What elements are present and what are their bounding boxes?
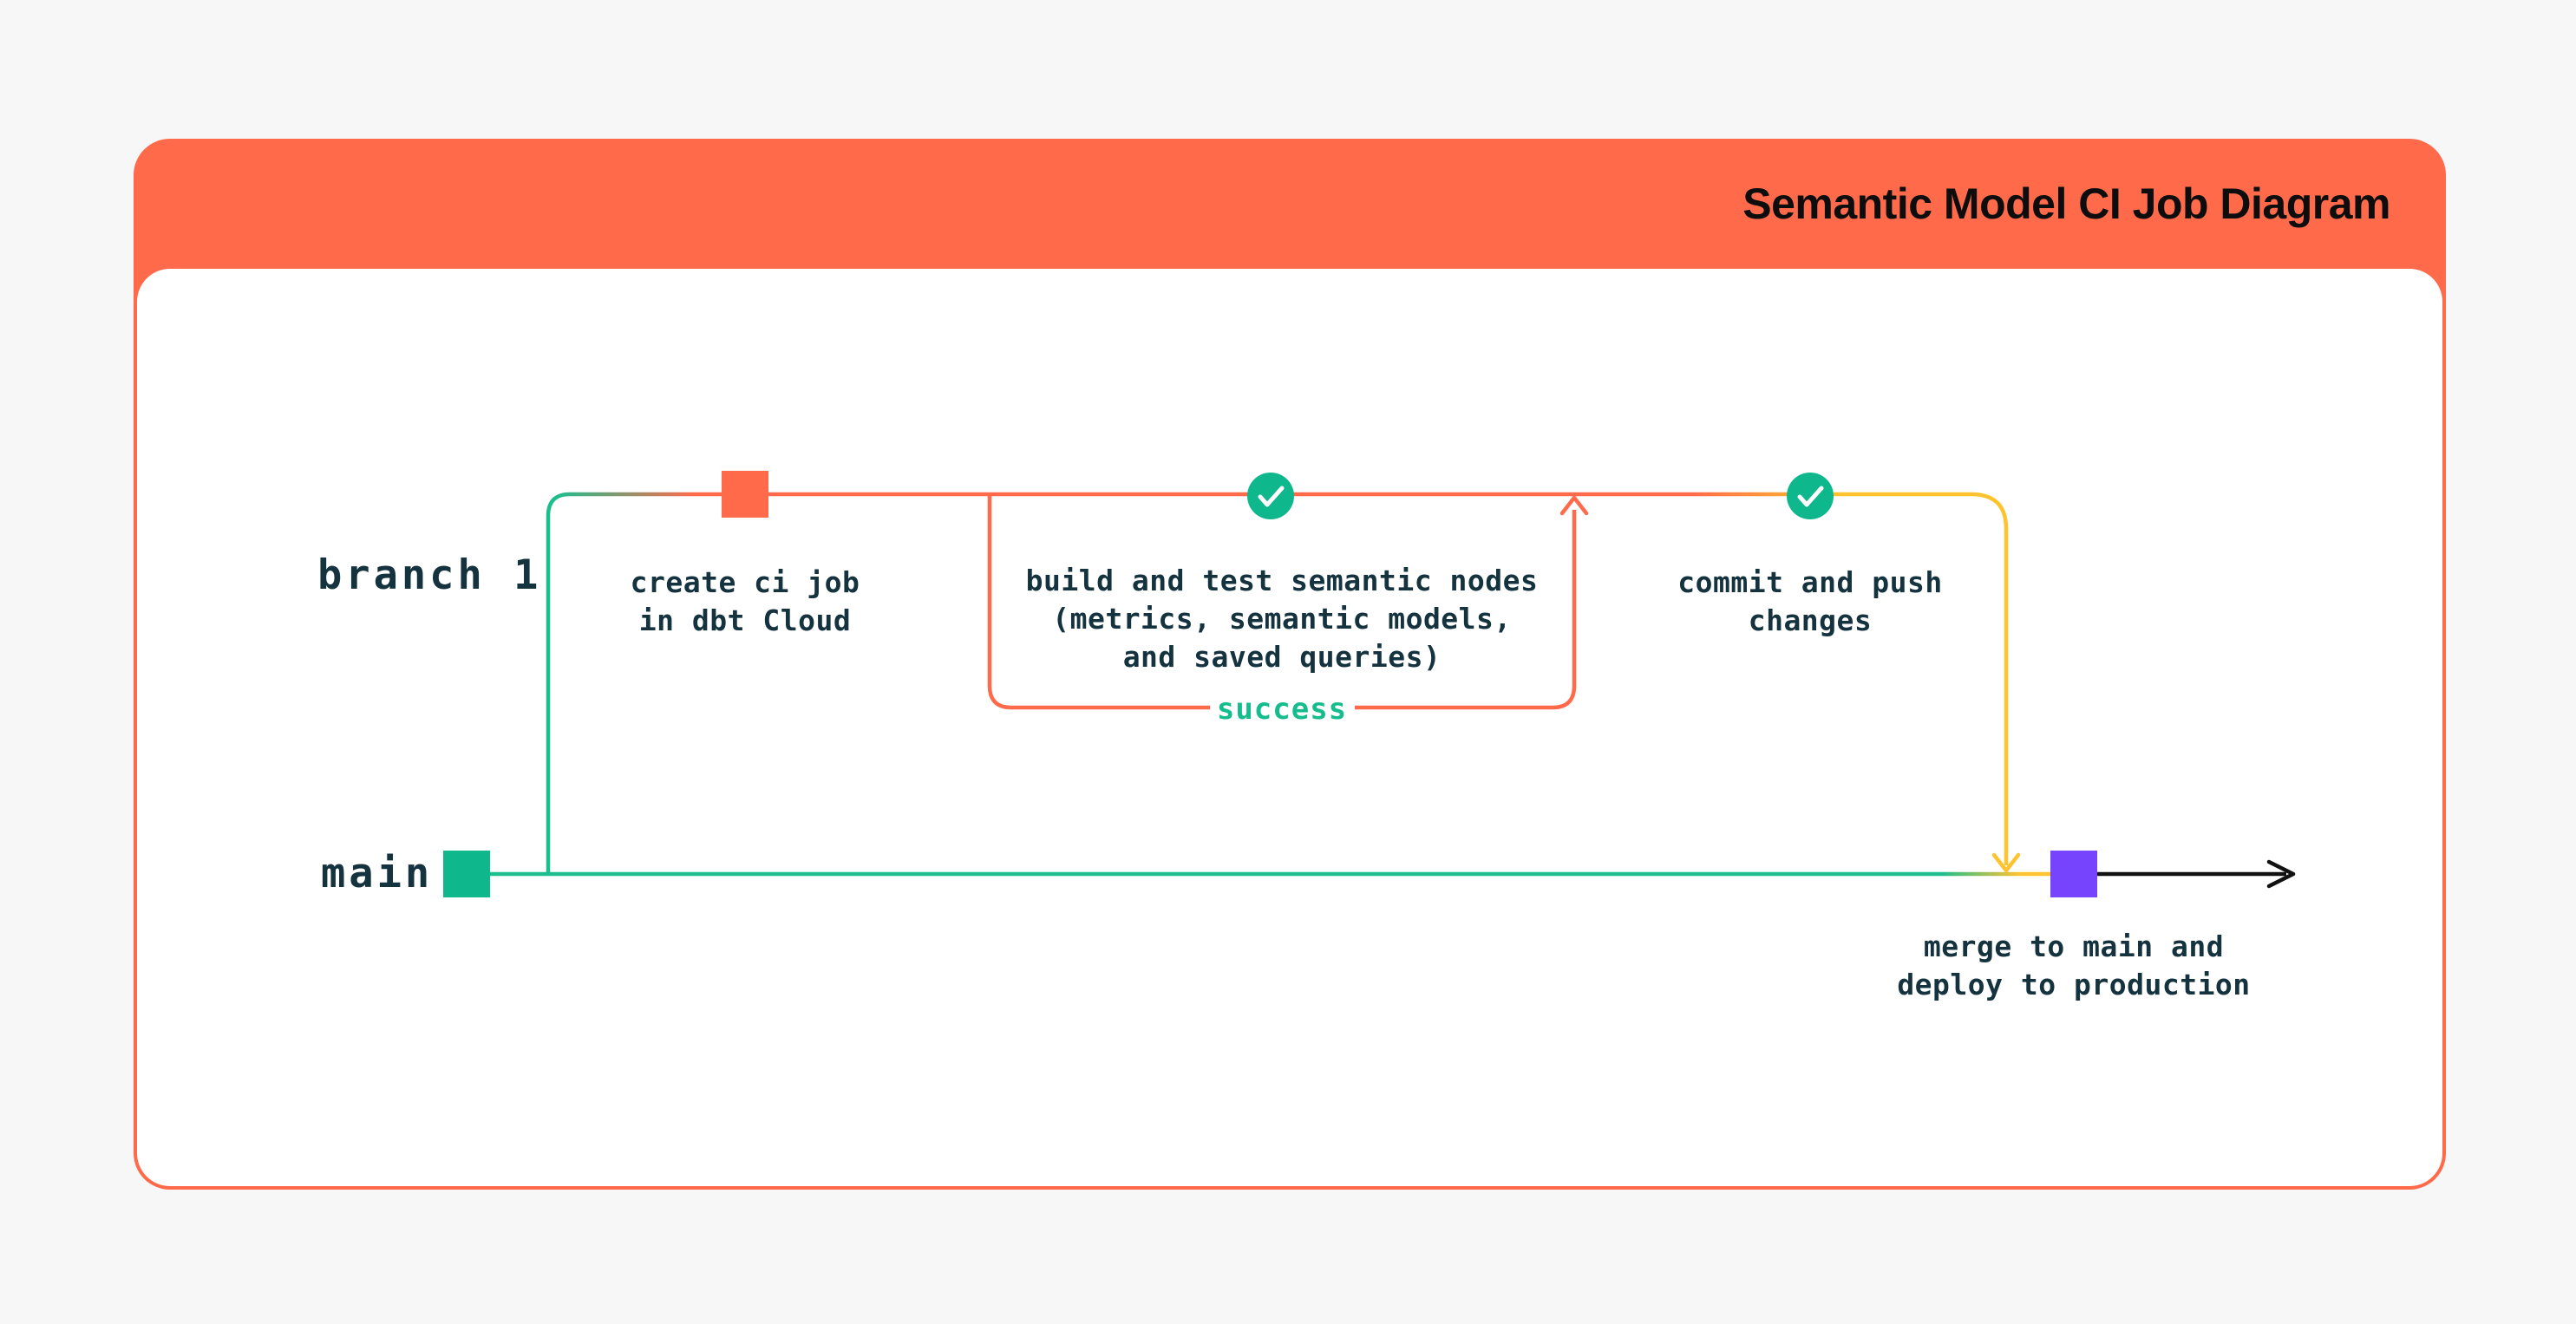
commit-push-check-circle <box>1787 473 1834 519</box>
main-start-commit-square <box>443 851 490 897</box>
diagram-card: Semantic Model CI Job Diagram <box>134 139 2446 1190</box>
main-label: main <box>321 850 434 897</box>
create-ci-job-label: create ci job in dbt Cloud <box>630 565 860 637</box>
build-test-check-icon <box>1258 486 1285 507</box>
merge-commit-square <box>2050 851 2097 897</box>
page-title: Semantic Model CI Job Diagram <box>1742 179 2390 228</box>
create-ci-commit-square <box>722 471 768 518</box>
success-loop-left <box>987 494 1210 710</box>
card-body-panel <box>137 269 2442 1186</box>
merge-deploy-label: merge to main and deploy to production <box>1897 929 2251 1001</box>
dbt-logo-icon <box>311 322 356 367</box>
success-up-arrowhead <box>1559 495 1589 516</box>
branch-1-label: branch 1 <box>317 551 542 599</box>
build-test-label: build and test semantic nodes (metrics, … <box>1025 564 1539 674</box>
success-label: success <box>1216 692 1348 727</box>
production-arrowhead <box>2266 859 2296 889</box>
branch-top-line <box>694 492 2009 865</box>
success-loop-right <box>1355 510 1577 710</box>
build-test-check-circle <box>1247 473 1294 519</box>
merge-down-arrowhead <box>1991 852 2021 873</box>
commit-push-check-icon <box>1797 486 1824 507</box>
branch-off-line <box>546 492 694 874</box>
commit-push-label: commit and push changes <box>1677 565 1943 637</box>
